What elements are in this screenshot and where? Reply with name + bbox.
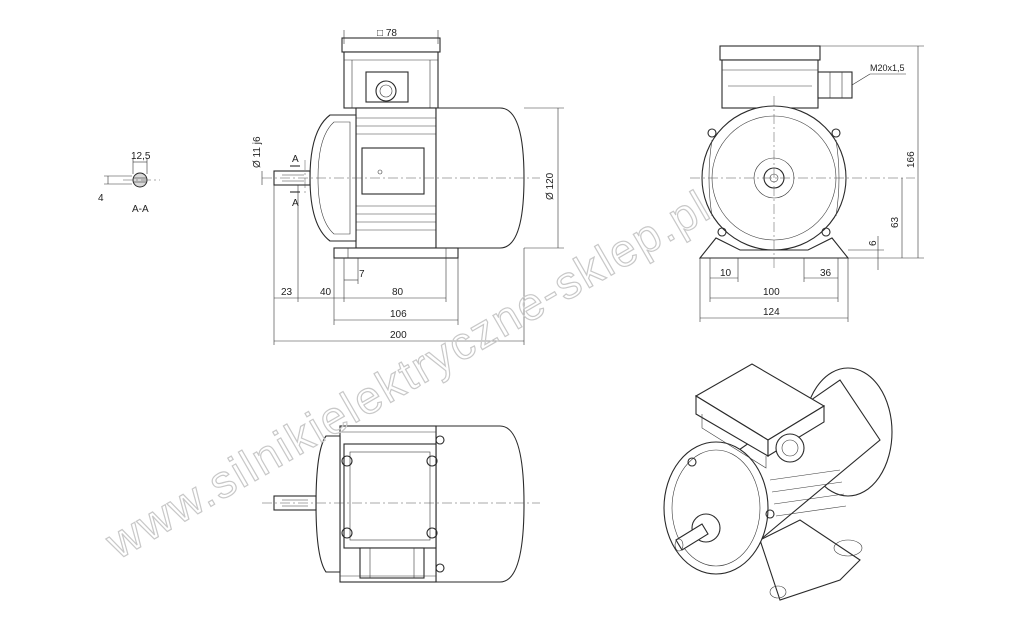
terminal-box-lid [341,37,441,53]
thread-label: M20x1,5 [870,63,905,73]
front-view: □ 78 A A Ø 11 j6 [252,28,564,345]
dim-40: 40 [320,287,332,298]
section-mark-bottom: A [292,198,299,209]
screw-icon [426,455,438,467]
cable-gland-top [359,547,425,579]
dim-106: 106 [390,309,407,320]
dim-10: 10 [720,268,732,279]
terminal-box-top [343,443,437,549]
shaft-front [273,170,311,186]
section-mark-top: A [292,154,299,165]
dim-23: 23 [281,287,293,298]
shaft-height-label: 63 [890,216,901,228]
section-a-a: 12,5 4 A-A [98,151,160,215]
feet-iso [759,519,861,601]
end-shield-top [315,435,341,573]
bolt-icon [717,227,727,237]
bolt-icon [707,128,717,138]
nameplate-area [361,147,425,195]
dim-7: 7 [359,269,365,280]
dim-80: 80 [392,287,404,298]
section-width-label: 12,5 [131,151,151,162]
terminal-box-lid-side [719,45,821,61]
bolt-icon [821,227,831,237]
cable-gland-side [817,71,853,99]
motor-feet [333,247,459,259]
dim-100: 100 [763,287,780,298]
top-view [262,425,540,583]
isometric-view [663,363,893,601]
fan-cover-top [435,425,525,583]
screw-icon [341,455,353,467]
terminal-box-side [721,59,819,109]
foot-thickness-label: 6 [868,240,879,246]
side-view: M20x1,5 166 63 6 [690,45,924,322]
bolt-icon [765,509,775,519]
body-diameter-label: Ø 120 [545,172,556,200]
end-shield-iso [663,441,769,575]
screw-icon [341,527,353,539]
bolt-icon [687,457,697,467]
bolt-icon [831,128,841,138]
box-size-label: □ 78 [377,28,397,39]
section-depth-label: 4 [98,193,104,204]
screw-icon [426,527,438,539]
cable-gland-iso [775,433,805,463]
shaft-diameter-label: Ø 11 j6 [252,136,263,168]
dim-36: 36 [820,268,832,279]
height-total-label: 166 [906,151,917,168]
dim-200: 200 [390,330,407,341]
dim-124: 124 [763,307,780,318]
shaft-iso [675,523,709,551]
section-label: A-A [132,204,149,215]
